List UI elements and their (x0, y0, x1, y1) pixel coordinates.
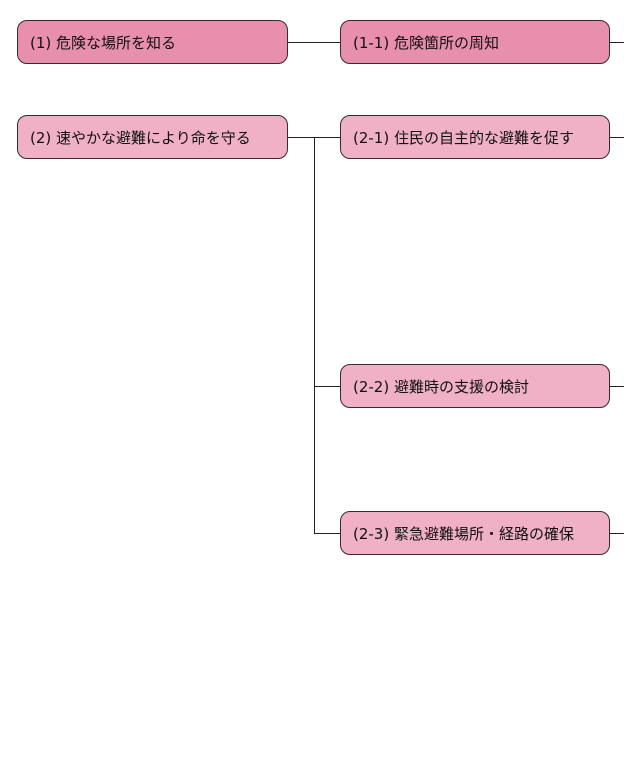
connector-2-3-right (610, 533, 624, 534)
node-label: (1) 危険な場所を知る (30, 33, 177, 52)
connector-2-to-trunk (288, 137, 314, 138)
node-2-1-voluntary-evacuation: (2-1) 住民の自主的な避難を促す (340, 115, 610, 159)
connector-1-1-right (610, 42, 624, 43)
connector-trunk-to-2-2 (314, 386, 340, 387)
connector-2-2-right (610, 386, 624, 387)
connector-2-1-right (610, 137, 624, 138)
connector-trunk-to-2-1 (314, 137, 340, 138)
node-label: (2) 速やかな避難により命を守る (30, 128, 251, 147)
node-2-2-evacuation-support: (2-2) 避難時の支援の検討 (340, 364, 610, 408)
node-label: (2-3) 緊急避難場所・経路の確保 (353, 524, 574, 543)
node-1-1-hazard-notice: (1-1) 危険箇所の周知 (340, 20, 610, 64)
connector-trunk (314, 137, 315, 534)
connector-1-to-1-1 (288, 42, 340, 43)
node-1-danger-places: (1) 危険な場所を知る (17, 20, 288, 64)
node-2-evacuate: (2) 速やかな避難により命を守る (17, 115, 288, 159)
connector-trunk-to-2-3 (314, 533, 340, 534)
node-label: (2-2) 避難時の支援の検討 (353, 377, 529, 396)
node-label: (1-1) 危険箇所の周知 (353, 33, 499, 52)
node-2-3-emergency-sites: (2-3) 緊急避難場所・経路の確保 (340, 511, 610, 555)
node-label: (2-1) 住民の自主的な避難を促す (353, 128, 574, 147)
